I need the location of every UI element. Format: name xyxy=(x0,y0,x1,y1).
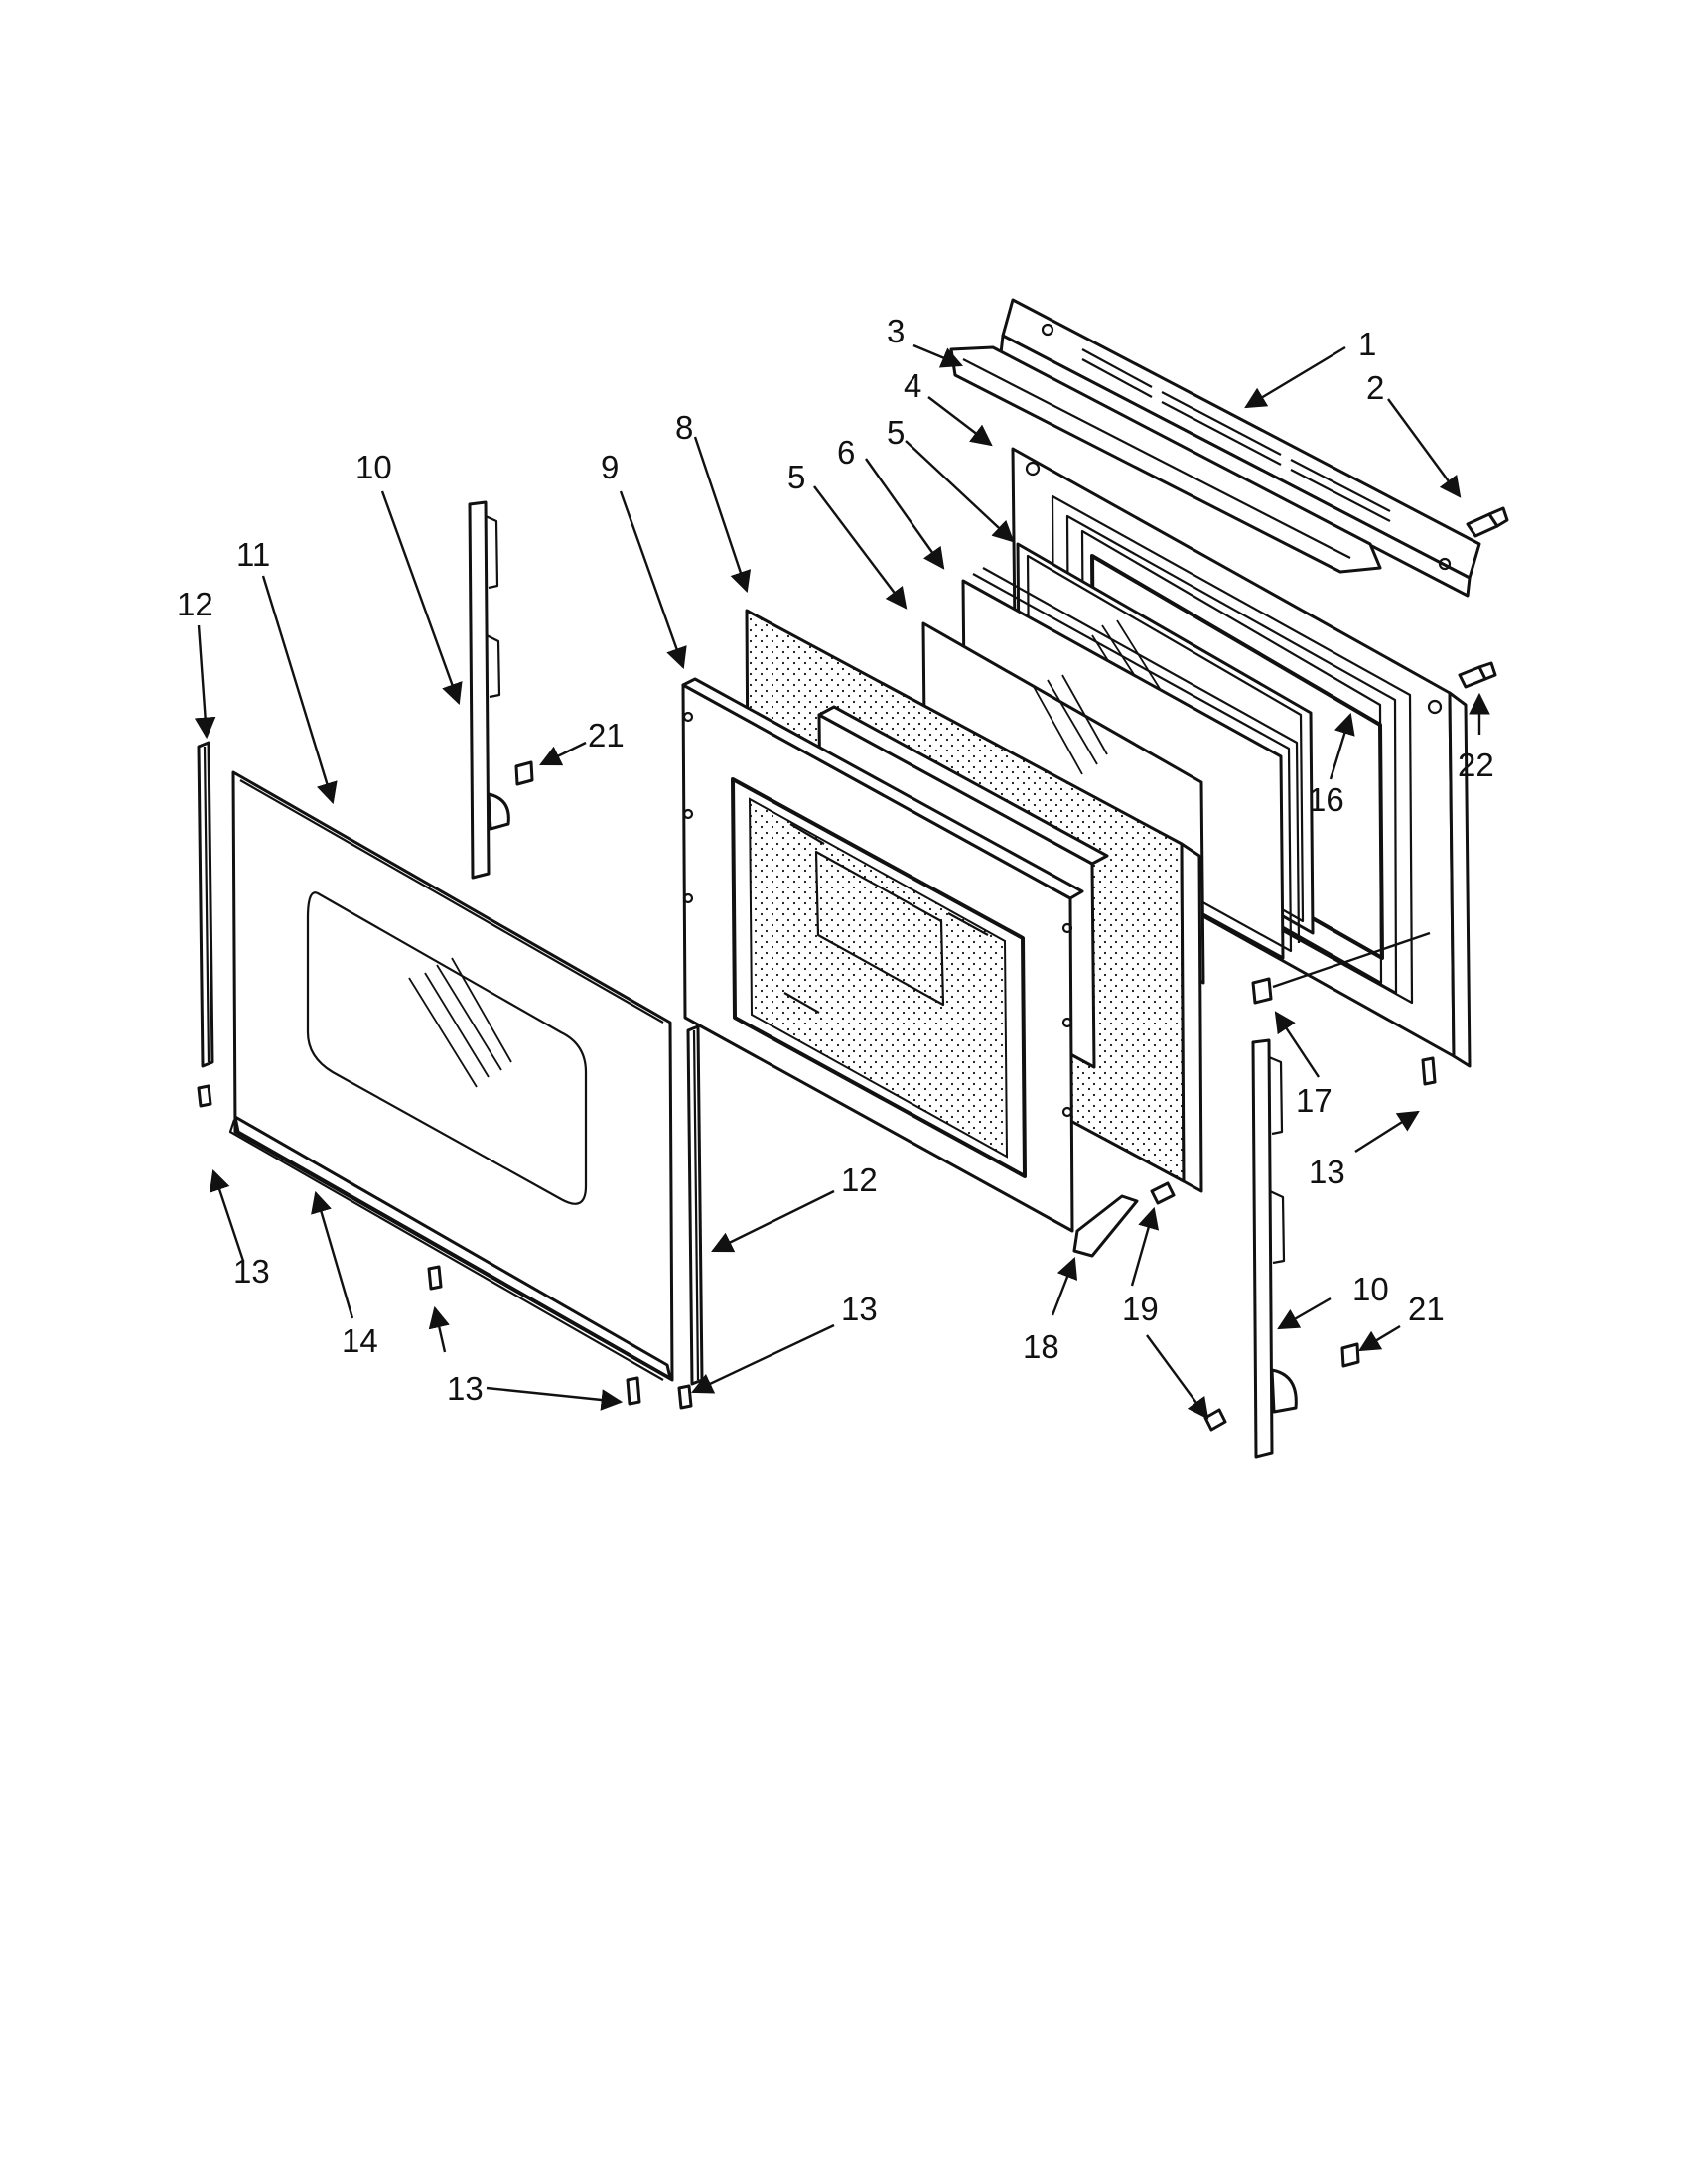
part-22-screw xyxy=(1458,661,1497,689)
callout-16: 16 xyxy=(1308,781,1344,818)
part-2-screw xyxy=(1466,506,1509,538)
callout-11: 11 xyxy=(236,536,270,573)
part-17-clip xyxy=(1251,977,1273,1005)
callout-labels: 1 2 3 4 5 6 5 8 9 10 11 12 21 22 16 17 1… xyxy=(177,313,1494,1407)
callout-18: 18 xyxy=(1023,1328,1059,1365)
part-12-right-side-trim xyxy=(686,1024,704,1386)
callout-13-right: 13 xyxy=(1309,1154,1345,1190)
callout-5-lower: 5 xyxy=(787,459,805,495)
part-9-door-liner xyxy=(681,677,1084,1233)
callout-6: 6 xyxy=(837,434,855,471)
callout-1: 1 xyxy=(1358,326,1376,362)
callout-21-lower: 21 xyxy=(1408,1291,1445,1327)
callout-4: 4 xyxy=(904,367,921,404)
callout-12-right: 12 xyxy=(841,1161,878,1198)
part-21-clip-lower xyxy=(1340,1342,1360,1368)
callout-21-upper: 21 xyxy=(588,717,625,753)
part-10-left-hinge xyxy=(468,500,510,880)
part-14-bottom-trim xyxy=(228,1115,672,1381)
callout-22: 22 xyxy=(1458,747,1494,783)
callout-2: 2 xyxy=(1366,369,1384,406)
part-3-trim-strip xyxy=(949,345,1382,574)
leader-lines xyxy=(194,343,1490,1420)
callout-13-bottom: 13 xyxy=(447,1370,484,1407)
callout-13-center: 13 xyxy=(841,1291,878,1327)
part-21-clip-upper xyxy=(514,760,534,786)
callout-14: 14 xyxy=(342,1322,378,1359)
part-19-screw xyxy=(1150,1181,1176,1205)
part-12-left-side-trim xyxy=(197,741,214,1068)
part-1-vent-trim xyxy=(999,298,1481,598)
callout-13-left: 13 xyxy=(233,1253,270,1290)
callout-8: 8 xyxy=(675,409,693,446)
part-11-outer-door-panel xyxy=(231,770,674,1382)
callout-12-left: 12 xyxy=(177,586,213,622)
callout-19: 19 xyxy=(1122,1291,1159,1327)
callout-10-lower: 10 xyxy=(1352,1271,1389,1307)
part-18-bracket xyxy=(1072,1194,1139,1258)
callout-17: 17 xyxy=(1296,1082,1333,1119)
callout-9: 9 xyxy=(601,449,619,485)
part-10-right-hinge xyxy=(1251,1038,1298,1459)
part-13-screws xyxy=(197,1056,1437,1432)
callout-3: 3 xyxy=(887,313,905,349)
callout-10-upper: 10 xyxy=(355,449,392,485)
callout-5-upper: 5 xyxy=(887,414,905,451)
